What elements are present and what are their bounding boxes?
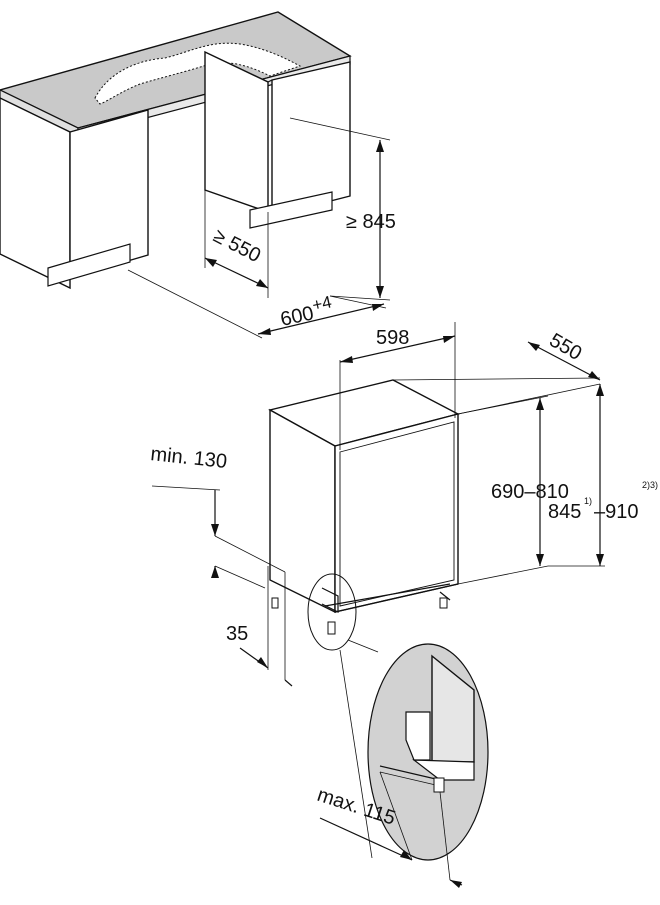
appliance-side [269,408,336,614]
label-total-height-low: 845 [548,501,581,523]
niche-dimensions [127,117,391,339]
niche-cabinets [0,11,352,290]
left-cabinet-side [0,97,71,290]
label-total-height: 845 1) –910 2)3) [548,480,658,523]
appliance-door-inner [339,421,455,607]
right-cabinet-plinth [249,191,333,229]
label-niche-width: 600 +4 [278,292,333,330]
label-plinth-min: min. 130 [149,443,228,473]
left-cabinet-plinth [47,243,131,287]
label-appliance-depth: 550 [546,329,586,365]
label-total-height-high: –910 [594,501,639,523]
label-niche-height: ≥ 845 [346,211,396,233]
left-cabinet-front [69,109,149,279]
label-niche-width-base: 600 [278,302,315,330]
appliance [268,379,460,635]
worktop-cutout [94,42,302,105]
right-cabinet-front [271,61,351,217]
appliance-dimensions [151,322,605,687]
detail-marker [307,573,357,651]
label-appliance-width: 598 [376,327,409,349]
label-plinth-height: 35 [226,623,248,645]
label-total-height-note-23: 2)3) [642,480,658,490]
label-niche-width-tolerance: +4 [310,292,333,315]
label-total-height-note-1: 1) [584,496,592,506]
label-niche-depth: ≥ 550 [210,225,264,267]
detail-view [307,573,489,888]
label-door-height: 690–810 [491,481,569,503]
